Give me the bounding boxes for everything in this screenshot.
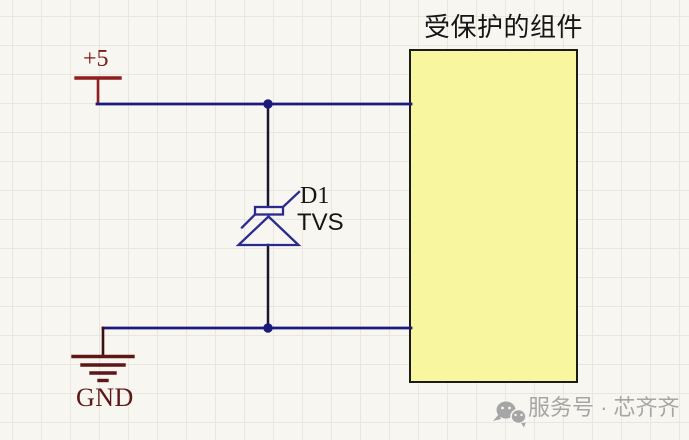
wechat-icon — [493, 401, 527, 428]
power-rail-symbol — [74, 76, 122, 105]
tvs-anode-triangle — [235, 214, 302, 247]
power-net-label: +5 — [83, 46, 109, 72]
tvs-diode-symbol — [235, 190, 302, 247]
ground-symbol — [71, 326, 135, 383]
wires-horizontal — [95, 102, 413, 330]
junction-dot-top — [263, 99, 273, 109]
junction-dot-bottom — [263, 323, 273, 333]
wechat-eye-2 — [508, 406, 511, 410]
wechat-eye-1 — [501, 406, 504, 410]
wechat-eye-4 — [520, 413, 523, 417]
wechat-eye-3 — [514, 413, 517, 417]
wechat-bubble-tail-right — [521, 422, 526, 428]
tvs-cathode-wing-right — [281, 190, 301, 209]
wechat-bubble-small — [510, 408, 527, 425]
diode-designator-label: D1 — [300, 183, 330, 209]
ground-net-label: GND — [76, 383, 134, 412]
protected-component-title: 受保护的组件 — [424, 12, 584, 42]
diode-part-label: TVS — [297, 209, 344, 236]
ground-bars — [71, 354, 135, 383]
wechat-bubble-tail-left — [493, 414, 501, 421]
watermark-text: 服务号 · 芯齐齐 — [528, 395, 680, 420]
tvs-cathode-wing-left — [240, 212, 257, 230]
protected-component-box — [409, 49, 578, 383]
tvs-cathode-bar — [253, 205, 285, 216]
